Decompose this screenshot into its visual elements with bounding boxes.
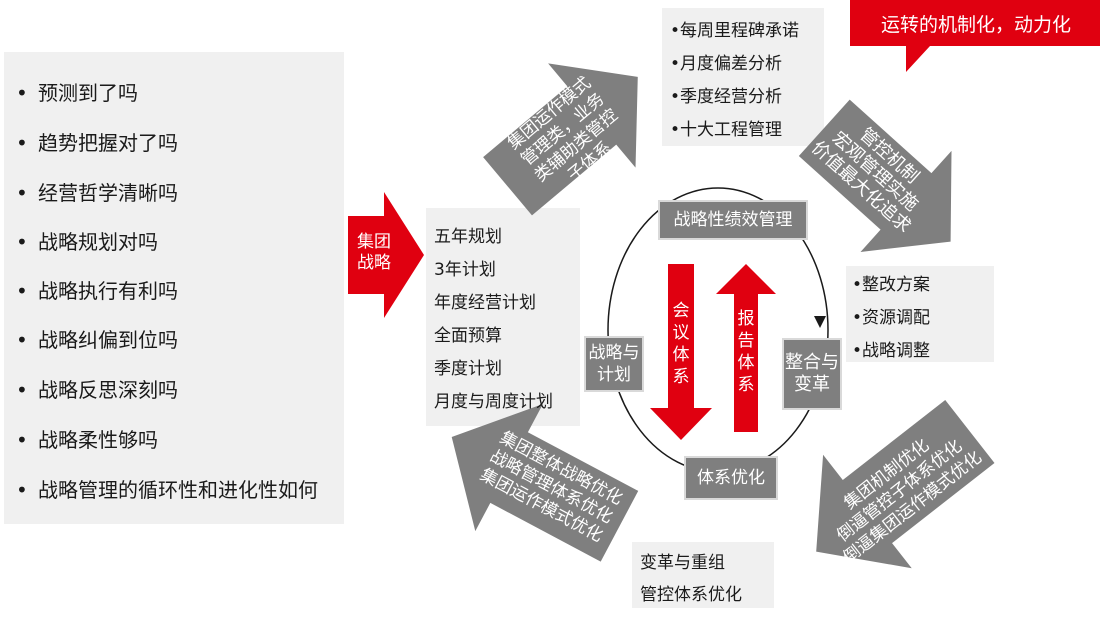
vertical-char: 系 [672, 367, 690, 387]
cycle-box-line: 整合与 [785, 352, 839, 373]
left-list-item: • 预测到了吗 [16, 77, 138, 106]
left-list-item: • 战略反思深刻吗 [16, 374, 178, 403]
left-list-item: • 战略柔性够吗 [16, 424, 158, 453]
arrow-top-right-shape [798, 99, 952, 252]
arrow-bottom-right-shape [816, 399, 995, 569]
left-list-item: • 趋势把握对了吗 [16, 127, 178, 156]
bottom-list-item: 变革与重组 [640, 553, 725, 573]
plan-item: 全面预算 [434, 326, 502, 346]
top-list-item: •月度偏差分析 [670, 54, 783, 74]
vertical-char: 系 [737, 375, 755, 395]
group-strategy-label: 集团 战略 [354, 232, 394, 274]
plan-item: 季度计划 [434, 359, 502, 379]
meeting-system-arrow [650, 264, 712, 440]
meeting-system-text: 会 议 体 系 [671, 300, 691, 388]
bottom-list-item: 管控体系优化 [640, 585, 742, 605]
left-list-text: 趋势把握对了吗 [38, 131, 178, 155]
top-list-panel [662, 8, 824, 146]
arrow-bottom-left-shape [451, 403, 639, 562]
arrow-top-left-shape [483, 63, 638, 216]
bullet: • [16, 81, 28, 105]
top-list-item: •十大工程管理 [670, 120, 783, 140]
left-list-text: 战略反思深刻吗 [38, 378, 178, 402]
plan-item: 3年计划 [434, 260, 496, 280]
left-list-text: 战略执行有利吗 [38, 279, 178, 303]
left-list-item: • 战略纠偏到位吗 [16, 324, 178, 353]
vertical-char: 体 [737, 353, 755, 373]
left-question-panel [4, 52, 344, 524]
bullet: • [16, 230, 28, 254]
right-list-panel [846, 266, 994, 362]
left-list-item: • 战略执行有利吗 [16, 275, 178, 304]
cycle-top-box: 战略性绩效管理 [658, 200, 808, 240]
plan-item: 五年规划 [434, 227, 502, 247]
bullet: • [16, 428, 28, 452]
cycle-box-line: 计划 [597, 365, 631, 385]
vertical-char: 体 [672, 345, 690, 365]
left-list-item: • 经营哲学清晰吗 [16, 177, 178, 206]
report-system-text: 报 告 体 系 [736, 308, 756, 396]
left-list-text: 战略规划对吗 [38, 230, 158, 254]
cycle-box-line: 战略与 [588, 343, 640, 363]
bullet: • [16, 131, 28, 155]
bullet: • [16, 478, 28, 502]
bullet: • [16, 328, 28, 352]
left-list-text: 战略纠偏到位吗 [38, 328, 178, 352]
banner-shape [850, 0, 1100, 72]
group-strategy-line: 战略 [357, 253, 391, 273]
left-list-text: 经营哲学清晰吗 [38, 181, 178, 205]
left-list-item: • 战略管理的循环性和进化性如何 [16, 474, 318, 503]
left-list-item: • 战略规划对吗 [16, 226, 158, 255]
group-strategy-line: 集团 [357, 232, 391, 252]
group-strategy-arrow [348, 192, 424, 318]
right-list-item: •战略调整 [852, 341, 931, 361]
plan-item: 月度与周度计划 [434, 392, 553, 412]
cycle-box-line: 变革 [794, 374, 830, 395]
cycle-right-box: 整合与 变革 [782, 338, 842, 410]
report-system-arrow [716, 264, 776, 432]
banner-text: 运转的机制化，动力化 [880, 14, 1071, 36]
vertical-char: 告 [737, 331, 755, 351]
vertical-char: 报 [737, 309, 755, 329]
vertical-char: 会 [672, 301, 690, 321]
right-list-item: •整改方案 [852, 275, 931, 295]
top-list-item: •每周里程碑承诺 [670, 21, 800, 41]
left-list-text: 战略柔性够吗 [38, 428, 158, 452]
plan-item: 年度经营计划 [434, 293, 536, 313]
bullet: • [16, 181, 28, 205]
cycle-bottom-box: 体系优化 [684, 456, 778, 500]
bullet: • [16, 378, 28, 402]
bullet: • [16, 279, 28, 303]
top-list-item: •季度经营分析 [670, 87, 783, 107]
left-list-text: 预测到了吗 [38, 81, 138, 105]
bottom-list-panel [632, 542, 774, 608]
cycle-arrowhead [814, 316, 826, 328]
plan-list-panel [426, 208, 580, 426]
left-list-text: 战略管理的循环性和进化性如何 [38, 478, 318, 502]
vertical-char: 议 [672, 323, 690, 343]
cycle-left-box: 战略与 计划 [584, 336, 644, 392]
right-list-item: •资源调配 [852, 308, 931, 328]
